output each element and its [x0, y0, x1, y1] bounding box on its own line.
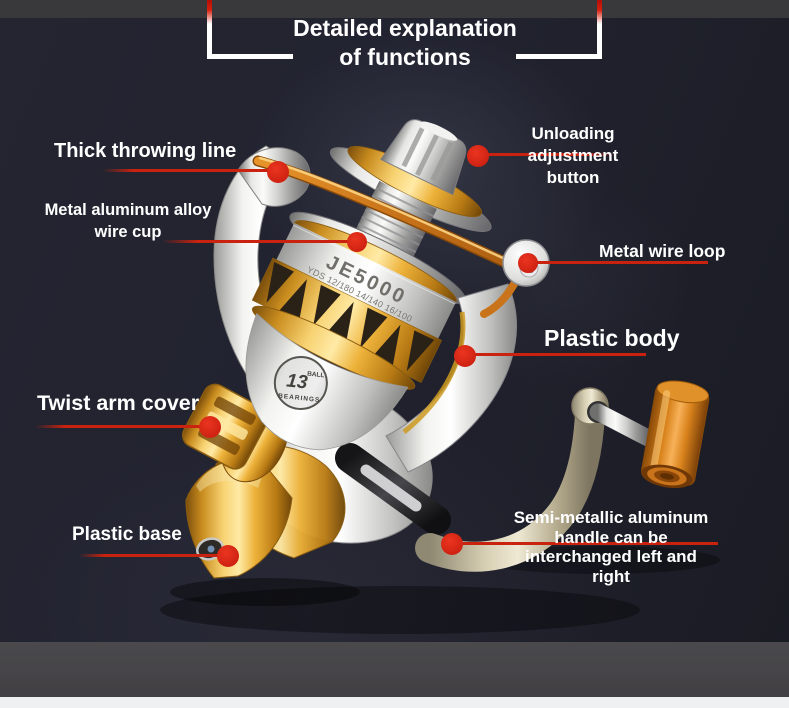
callout-metal-wire-loop-leader — [528, 261, 708, 264]
callout-plastic-body-leader — [464, 353, 646, 356]
page-title: Detailed explanation of functions — [255, 14, 555, 72]
callout-plastic-body-label: Plastic body — [544, 325, 680, 351]
callout-metal-wire-loop-marker — [518, 253, 538, 273]
title-bracket-left-horizontal — [207, 54, 293, 59]
drag-knob — [380, 119, 467, 196]
unloading-line2: button — [546, 168, 600, 187]
bearing-badge: 13 BALL BEARINGS — [273, 355, 328, 410]
badge-number: 13 — [285, 370, 309, 393]
top-strip — [0, 0, 789, 18]
callout-metal-wire-loop-label: Metal wire loop — [599, 241, 726, 261]
callout-handle-marker — [441, 533, 463, 555]
handle-knob — [641, 380, 710, 489]
callout-wire-cup-label: Metal aluminum alloy wire cup — [28, 199, 228, 243]
title-bracket-left-vertical — [207, 0, 212, 59]
callout-plastic-base-label: Plastic base — [72, 524, 182, 545]
unloading-line1: Unloading adjustment — [527, 124, 619, 165]
callout-handle-leader — [452, 542, 718, 545]
callout-twist-arm-cover-label: Twist arm cover — [37, 391, 200, 415]
badge-word2: BEARINGS — [278, 393, 321, 404]
handle-crank-shaft — [335, 443, 451, 535]
callout-thick-throwing-line-leader — [102, 169, 278, 172]
bottom-strip — [0, 697, 789, 708]
callout-twist-arm-cover-leader — [35, 425, 203, 428]
title-line-2: of functions — [339, 44, 471, 70]
callout-unloading-button-leader — [478, 153, 616, 156]
callout-thick-throwing-line-marker — [267, 161, 289, 183]
badge-word1: BALL — [307, 371, 325, 380]
callout-wire-cup-leader — [162, 240, 358, 243]
handle-line4: right — [592, 566, 630, 586]
callout-twist-arm-cover-marker — [199, 416, 221, 438]
handle-arm — [415, 387, 657, 572]
title-bracket-right-horizontal — [516, 54, 602, 59]
handle-line1: Semi-metallic aluminum — [513, 508, 709, 527]
callout-thick-throwing-line-label: Thick throwing line — [54, 140, 237, 162]
callout-plastic-base-marker — [217, 545, 239, 567]
callout-handle-label: Semi-metallic aluminum handle can be int… — [499, 508, 723, 586]
wire-cup-line2: wire cup — [94, 223, 162, 241]
wire-cup-line1: Metal aluminum alloy — [44, 201, 212, 219]
callout-plastic-base-leader — [79, 554, 220, 557]
floor-strip — [0, 642, 789, 697]
callout-unloading-button-label: Unloading adjustment button — [487, 123, 659, 189]
callout-wire-cup-marker — [347, 232, 367, 252]
handle-line3: interchanged left and — [525, 547, 697, 566]
handle-line2: handle can be — [554, 527, 668, 547]
callout-unloading-button-marker — [467, 145, 489, 167]
spool-assembly: JE5000 YDS 12/180 14/140 16/100 13 BALL … — [245, 119, 492, 451]
title-bracket-right-vertical — [597, 0, 602, 59]
callout-plastic-body-marker — [454, 345, 476, 367]
title-line-1: Detailed explanation — [293, 15, 517, 41]
